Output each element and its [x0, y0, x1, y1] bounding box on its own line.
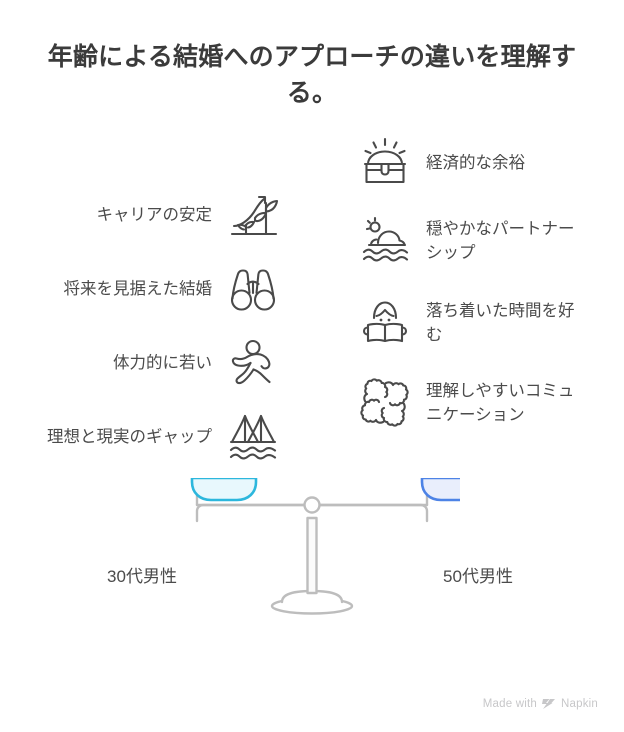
scale-label-right: 50代男性 — [443, 567, 513, 586]
sunset-waves-icon — [356, 212, 414, 270]
right-item-label-3: 落ち着いた時間を好む — [426, 301, 575, 344]
plant-growth-icon — [224, 186, 282, 244]
list-item: 落ち着いた時間を好む — [356, 294, 600, 352]
list-item: 穏やかなパートナーシップ — [356, 212, 600, 270]
right-item-label-1: 経済的な余裕 — [426, 153, 525, 172]
binoculars-icon — [224, 260, 282, 318]
watermark-brand: Napkin — [561, 698, 598, 710]
left-pan — [190, 478, 258, 502]
left-item-label-2: 将来を見据えた結婚 — [63, 279, 213, 298]
list-item: 理想と現実のギャップ — [24, 408, 282, 466]
napkin-watermark: Made with Napkin — [483, 698, 598, 710]
right-pan — [420, 478, 460, 502]
list-item: 体力的に若い — [24, 334, 282, 392]
left-item-label-4: 理想と現実のギャップ — [47, 427, 212, 446]
left-column: キャリアの安定 将来を見据えた結婚 — [24, 186, 282, 478]
suspension-bridge-icon — [224, 408, 282, 466]
scale-label-left: 30代男性 — [107, 567, 177, 586]
page-title: 年齢による結婚へのアプローチの違いを理解する。 — [47, 43, 577, 107]
left-item-label-1: キャリアの安定 — [96, 205, 213, 224]
person-reading-icon — [356, 294, 414, 352]
right-item-label-4: 理解しやすいコミュニケーション — [426, 381, 575, 424]
right-item-label-2: 穏やかなパートナーシップ — [426, 219, 575, 262]
list-item: 経済的な余裕 — [356, 134, 600, 192]
running-person-icon — [224, 334, 282, 392]
left-item-label-3: 体力的に若い — [113, 353, 212, 372]
balance-scale — [170, 478, 460, 618]
interlocking-hands-icon — [356, 374, 414, 432]
watermark-prefix: Made with — [482, 698, 537, 710]
treasure-chest-icon — [356, 134, 414, 192]
list-item: キャリアの安定 — [24, 186, 282, 244]
right-column: 経済的な余裕 穏やかなパートナーシップ — [356, 134, 600, 444]
napkin-chevron-logo — [542, 698, 556, 710]
list-item: 将来を見据えた結婚 — [24, 260, 282, 318]
list-item: 理解しやすいコミュニケーション — [356, 374, 600, 432]
